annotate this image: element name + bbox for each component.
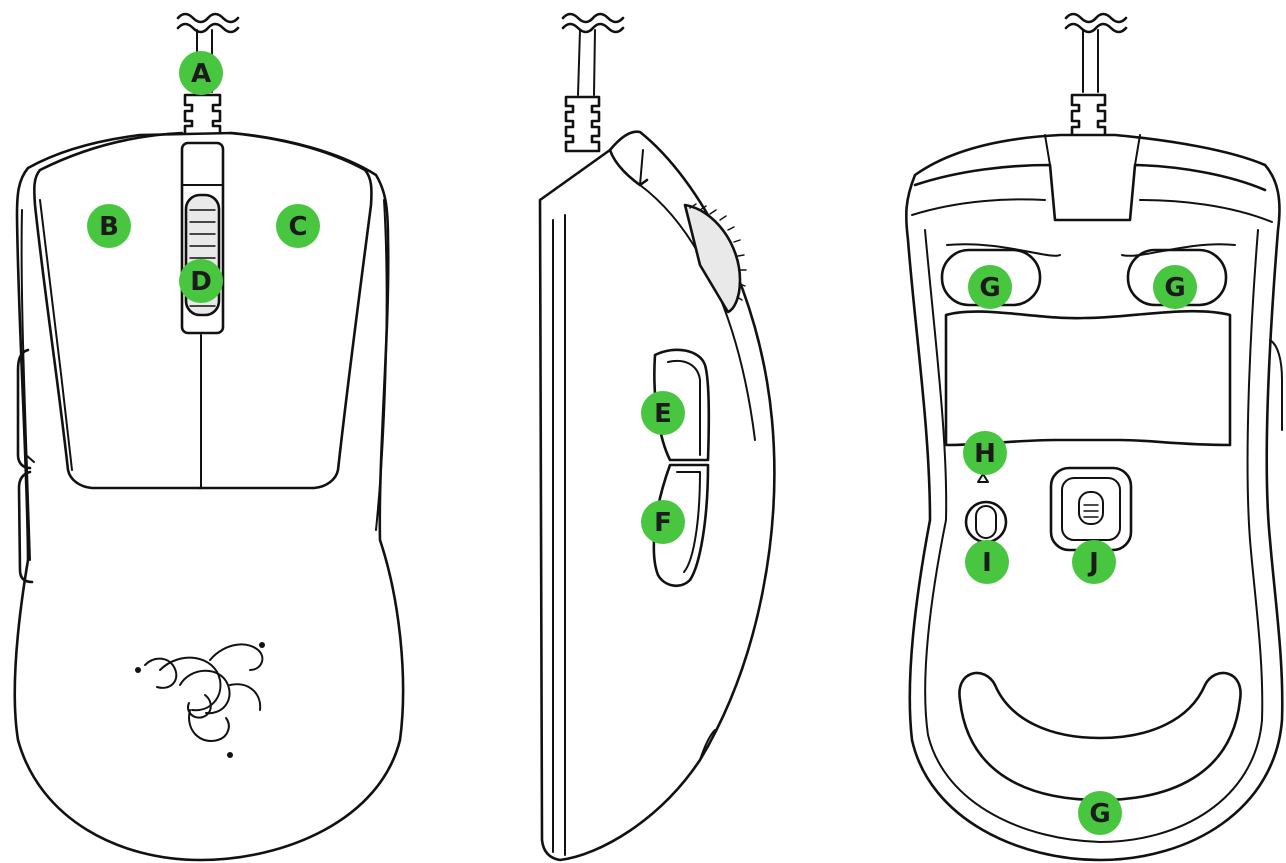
label-letter: B	[99, 212, 119, 242]
scroll-wheel-side	[683, 203, 747, 314]
label-badge	[1153, 265, 1197, 309]
label-letter: G	[1164, 273, 1185, 303]
label-letter: H	[974, 439, 996, 469]
label-letter: F	[654, 508, 672, 538]
label-j: J	[1072, 540, 1116, 584]
label-letter: I	[982, 548, 992, 578]
label-letter: E	[654, 399, 672, 429]
label-badge	[1072, 540, 1116, 584]
side-view	[538, 12, 776, 862]
label-g2: G	[1153, 265, 1197, 309]
label-badge	[641, 500, 685, 544]
label-badge	[1078, 791, 1122, 835]
label-letter: G	[979, 273, 1000, 303]
left-click-outline	[32, 131, 202, 490]
label-g1: G	[968, 265, 1012, 309]
right-click-outline	[198, 131, 373, 490]
label-badge	[963, 431, 1007, 475]
label-f: F	[641, 500, 685, 544]
label-badge	[87, 204, 131, 248]
label-letter: A	[191, 59, 211, 89]
callout-labels: A B C D E F G G H I J G	[87, 51, 1197, 835]
label-badge	[641, 391, 685, 435]
cable-side	[561, 12, 625, 153]
label-letter: G	[1089, 799, 1110, 829]
label-badge	[179, 259, 223, 303]
top-view	[13, 12, 405, 862]
mouse-body-top	[13, 131, 405, 862]
label-g3: G	[1078, 791, 1122, 835]
label-a: A	[179, 51, 223, 95]
label-e: E	[641, 391, 685, 435]
label-d: D	[179, 259, 223, 303]
label-badge	[179, 51, 223, 95]
label-badge	[276, 204, 320, 248]
label-b: B	[87, 204, 131, 248]
label-h: H	[963, 431, 1007, 475]
label-letter: C	[288, 212, 307, 242]
label-letter: J	[1087, 548, 1099, 578]
label-badge	[968, 265, 1012, 309]
razer-logo	[135, 642, 265, 758]
label-c: C	[276, 204, 320, 248]
label-letter: D	[190, 267, 212, 297]
bottom-view	[904, 12, 1284, 862]
mouse-foot-bottom	[958, 671, 1242, 802]
mouse-body-side	[538, 130, 776, 862]
label-i: I	[965, 540, 1009, 584]
mouse-body-bottom	[904, 133, 1284, 862]
label-badge	[965, 540, 1009, 584]
